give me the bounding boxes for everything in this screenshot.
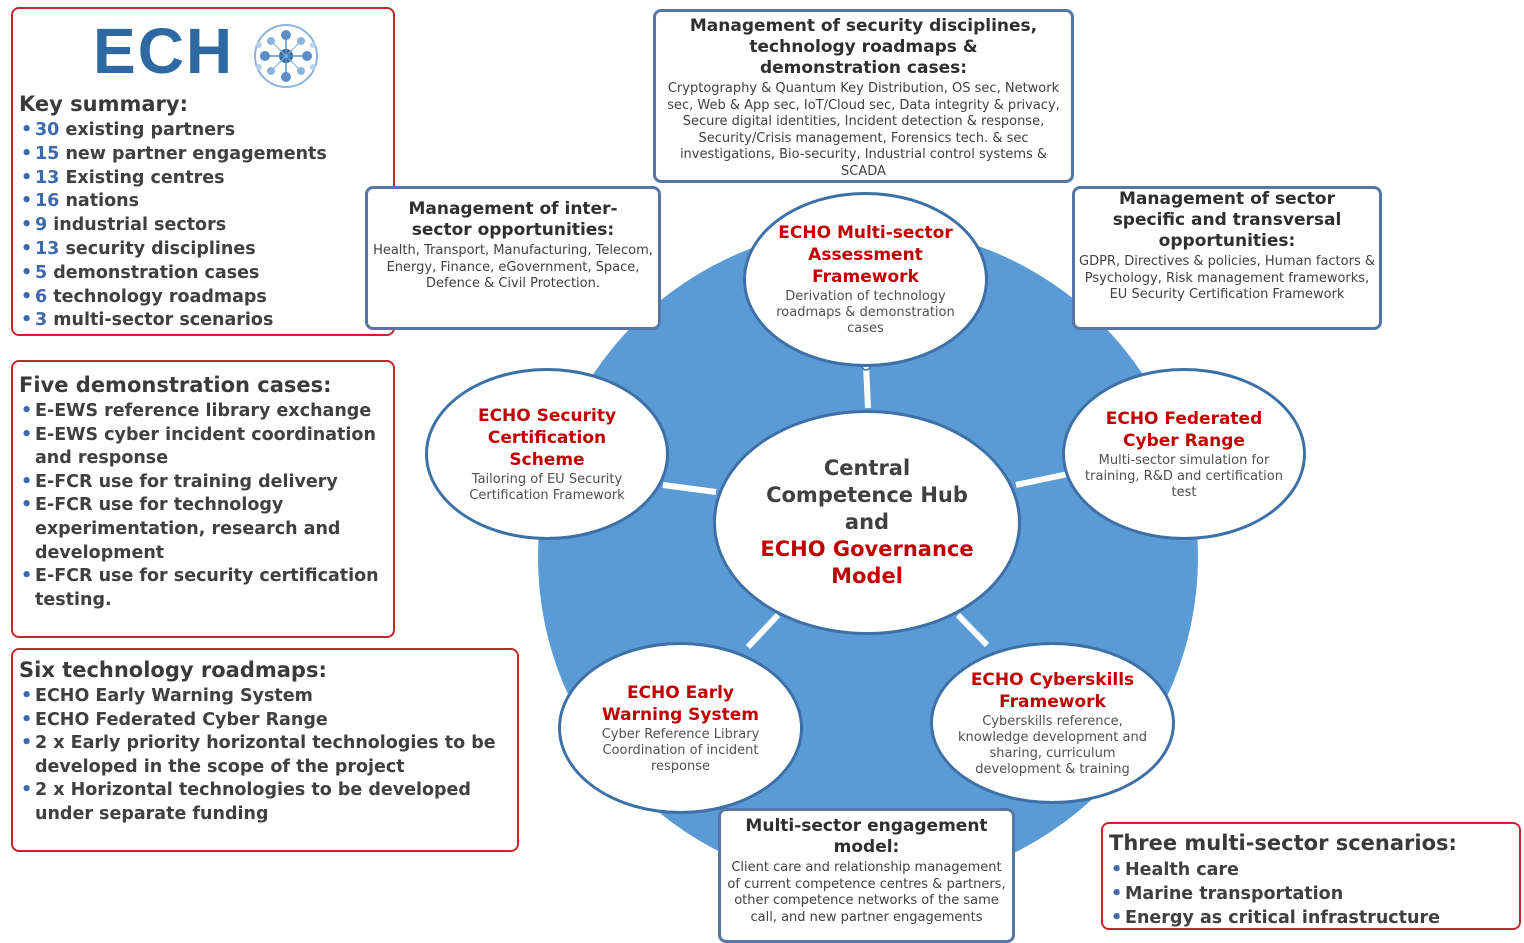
- key-summary-list: 30 existing partners 15 new partner enga…: [17, 119, 327, 333]
- assessment-framework-node: ECHO Multi-sector Assessment Framework D…: [743, 192, 988, 367]
- list-item: 15 new partner engagements: [17, 143, 327, 167]
- hub-line-5: Model: [831, 564, 903, 588]
- engagement-model-desc: Client care and relationship management …: [727, 860, 1006, 925]
- scenarios-box: Three multi-sector scenarios: Health car…: [1101, 822, 1521, 930]
- list-item: 13 Existing centres: [17, 167, 327, 191]
- connector-top: [863, 364, 871, 409]
- list-item: 9 industrial sectors: [17, 214, 327, 238]
- early-warning-desc: Cyber Reference Library Coordination of …: [601, 726, 760, 774]
- list-item: E-EWS reference library exchange: [17, 400, 387, 424]
- connector-right: [1015, 471, 1069, 488]
- scenarios-title: Three multi-sector scenarios:: [1109, 831, 1457, 855]
- early-warning-title: ECHO Early Warning System: [602, 682, 759, 725]
- demonstration-cases-title: Five demonstration cases:: [19, 373, 332, 397]
- inter-sector-box: Management of inter-sector opportunities…: [365, 186, 661, 330]
- network-globe-icon: [254, 24, 318, 88]
- technology-roadmaps-list: ECHO Early Warning System ECHO Federated…: [17, 685, 507, 827]
- technology-roadmaps-title: Six technology roadmaps:: [19, 658, 327, 682]
- early-warning-node: ECHO Early Warning System Cyber Referenc…: [558, 642, 803, 814]
- assessment-framework-title: ECHO Multi-sector Assessment Framework: [778, 223, 953, 287]
- engagement-model-box: Multi-sector engagement model: Client ca…: [718, 808, 1015, 943]
- key-summary-box: ECH Key summary: 30 exis: [11, 7, 395, 336]
- hub-line-2: Competence Hub: [766, 483, 968, 507]
- security-disciplines-title: Management of security disciplines, tech…: [689, 16, 1038, 78]
- certification-scheme-title: ECHO Security Certification Scheme: [477, 405, 617, 470]
- list-item: ECHO Federated Cyber Range: [17, 709, 507, 733]
- sector-specific-title: Management of sector specific and transv…: [1112, 189, 1342, 251]
- list-item: E-FCR use for training delivery: [17, 471, 387, 495]
- list-item: E-FCR use for technology experimentation…: [17, 494, 387, 565]
- cyberskills-desc: Cyberskills reference, knowledge develop…: [958, 713, 1147, 777]
- echo-logo: ECH: [93, 15, 323, 89]
- demonstration-cases-box: Five demonstration cases: E-EWS referenc…: [11, 360, 395, 638]
- inter-sector-title: Management of inter-sector opportunities…: [408, 199, 618, 240]
- list-item: 16 nations: [17, 190, 327, 214]
- connector-left: [662, 482, 717, 495]
- cyber-range-node: ECHO Federated Cyber Range Multi-sector …: [1062, 368, 1306, 540]
- sector-specific-desc: GDPR, Directives & policies, Human facto…: [1079, 254, 1375, 302]
- list-item: 2 x Horizontal technologies to be develo…: [17, 779, 507, 826]
- scenarios-list: Health care Marine transportation Energy…: [1107, 858, 1440, 930]
- list-item: Marine transportation: [1107, 882, 1440, 906]
- cyberskills-node: ECHO Cyberskills Framework Cyberskills r…: [930, 642, 1175, 804]
- list-item: 6 technology roadmaps: [17, 286, 327, 310]
- echo-logo-text: ECH: [93, 15, 235, 87]
- inter-sector-desc: Health, Transport, Manufacturing, Teleco…: [373, 243, 653, 291]
- list-item: ECHO Early Warning System: [17, 685, 507, 709]
- list-item: E-FCR use for security certification tes…: [17, 565, 387, 612]
- list-item: 30 existing partners: [17, 119, 327, 143]
- connector-bottom-right: [955, 612, 990, 648]
- list-item: 5 demonstration cases: [17, 262, 327, 286]
- security-disciplines-desc: Cryptography & Quantum Key Distribution,…: [667, 81, 1060, 179]
- engagement-model-title: Multi-sector engagement model:: [745, 816, 988, 857]
- technology-roadmaps-box: Six technology roadmaps: ECHO Early Warn…: [11, 648, 519, 852]
- list-item: Health care: [1107, 858, 1440, 882]
- list-item: E-EWS cyber incident coordination and re…: [17, 424, 387, 471]
- sector-specific-box: Management of sector specific and transv…: [1072, 186, 1382, 330]
- hub-line-3: and: [844, 510, 890, 534]
- assessment-framework-desc: Derivation of technology roadmaps & demo…: [776, 289, 955, 336]
- certification-scheme-node: ECHO Security Certification Scheme Tailo…: [425, 368, 669, 540]
- security-disciplines-box: Management of security disciplines, tech…: [653, 9, 1074, 183]
- key-summary-title: Key summary:: [19, 92, 188, 116]
- hub-line-4: ECHO Governance: [760, 537, 974, 561]
- list-item: 2 x Early priority horizontal technologi…: [17, 732, 507, 779]
- demonstration-cases-list: E-EWS reference library exchange E-EWS c…: [17, 400, 387, 612]
- cyber-range-desc: Multi-sector simulation for training, R&…: [1085, 452, 1283, 500]
- central-hub-circle: Central Competence Hub and ECHO Governan…: [713, 410, 1021, 635]
- hub-line-1: Central: [823, 456, 911, 480]
- list-item: 13 security disciplines: [17, 238, 327, 262]
- list-item: Energy as critical infrastructure: [1107, 906, 1440, 930]
- connector-bottom-left: [745, 612, 781, 650]
- cyberskills-title: ECHO Cyberskills Framework: [970, 669, 1135, 712]
- list-item: 3 multi-sector scenarios: [17, 309, 327, 333]
- cyber-range-title: ECHO Federated Cyber Range: [1105, 408, 1263, 451]
- certification-scheme-desc: Tailoring of EU Security Certification F…: [469, 471, 625, 503]
